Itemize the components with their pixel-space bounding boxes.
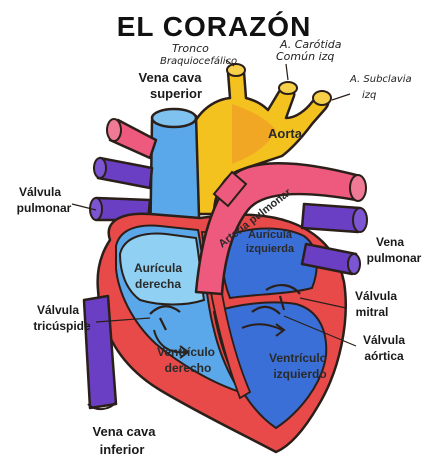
label-tronco-line1: Tronco bbox=[172, 42, 209, 55]
label-auricula-derecha-line2: derecha bbox=[135, 277, 181, 291]
label-valvula-aortica-line1: Válvula bbox=[363, 333, 405, 347]
label-vena-cava-inferior-line2: inferior bbox=[100, 442, 145, 457]
label-vena-pulmonar-line1: Vena bbox=[376, 235, 404, 249]
label-subclavia-line2: izq bbox=[362, 90, 376, 101]
vena-cava-superior-opening bbox=[152, 109, 196, 127]
purple-vein-right-1 bbox=[302, 204, 360, 232]
label-auricula-izquierda-line1: Aurícula bbox=[248, 229, 293, 241]
label-subclavia-line1: A. Subclavia bbox=[349, 74, 412, 85]
label-aorta: Aorta bbox=[268, 126, 303, 141]
label-tronco-line2: Braquiocefálico bbox=[160, 55, 237, 67]
label-valvula-mitral-line1: Válvula bbox=[355, 289, 397, 303]
label-valvula-pulmonar-line2: pulmonar bbox=[17, 201, 72, 215]
label-valvula-tricuspide-line1: Válvula bbox=[37, 303, 79, 317]
label-valvula-aortica-line2: aórtica bbox=[364, 349, 404, 363]
carotida-opening bbox=[279, 82, 297, 94]
label-vena-cava-superior-line2: superior bbox=[150, 86, 202, 101]
label-ventriculo-izquierdo-line2: izquierdo bbox=[273, 367, 326, 381]
label-vena-pulmonar-line2: pulmonar bbox=[367, 251, 422, 265]
label-vena-cava-inferior-line1: Vena cava bbox=[93, 424, 157, 439]
pointer-carotida bbox=[286, 64, 288, 80]
label-ventriculo-derecho-line1: Ventrículo bbox=[157, 345, 215, 359]
pointer-subclavia bbox=[332, 94, 350, 100]
label-auricula-izquierda-line2: izquierda bbox=[246, 243, 295, 255]
subclavia-opening bbox=[313, 91, 331, 105]
right-pulmonary-vessels bbox=[90, 119, 156, 220]
label-vena-cava-superior-line1: Vena cava bbox=[139, 70, 203, 85]
pulmonary-artery-opening bbox=[350, 175, 366, 201]
label-valvula-mitral-line2: mitral bbox=[356, 305, 389, 319]
label-ventriculo-izquierdo-line1: Ventrículo bbox=[269, 351, 327, 365]
label-ventriculo-derecho-line2: derecho bbox=[165, 361, 212, 375]
label-valvula-tricuspide-line2: tricúspide bbox=[33, 319, 91, 333]
label-valvula-pulmonar-line1: Válvula bbox=[19, 185, 61, 199]
label-auricula-derecha-line1: Aurícula bbox=[134, 261, 182, 275]
label-carotida-line2: Común izq bbox=[276, 50, 334, 63]
